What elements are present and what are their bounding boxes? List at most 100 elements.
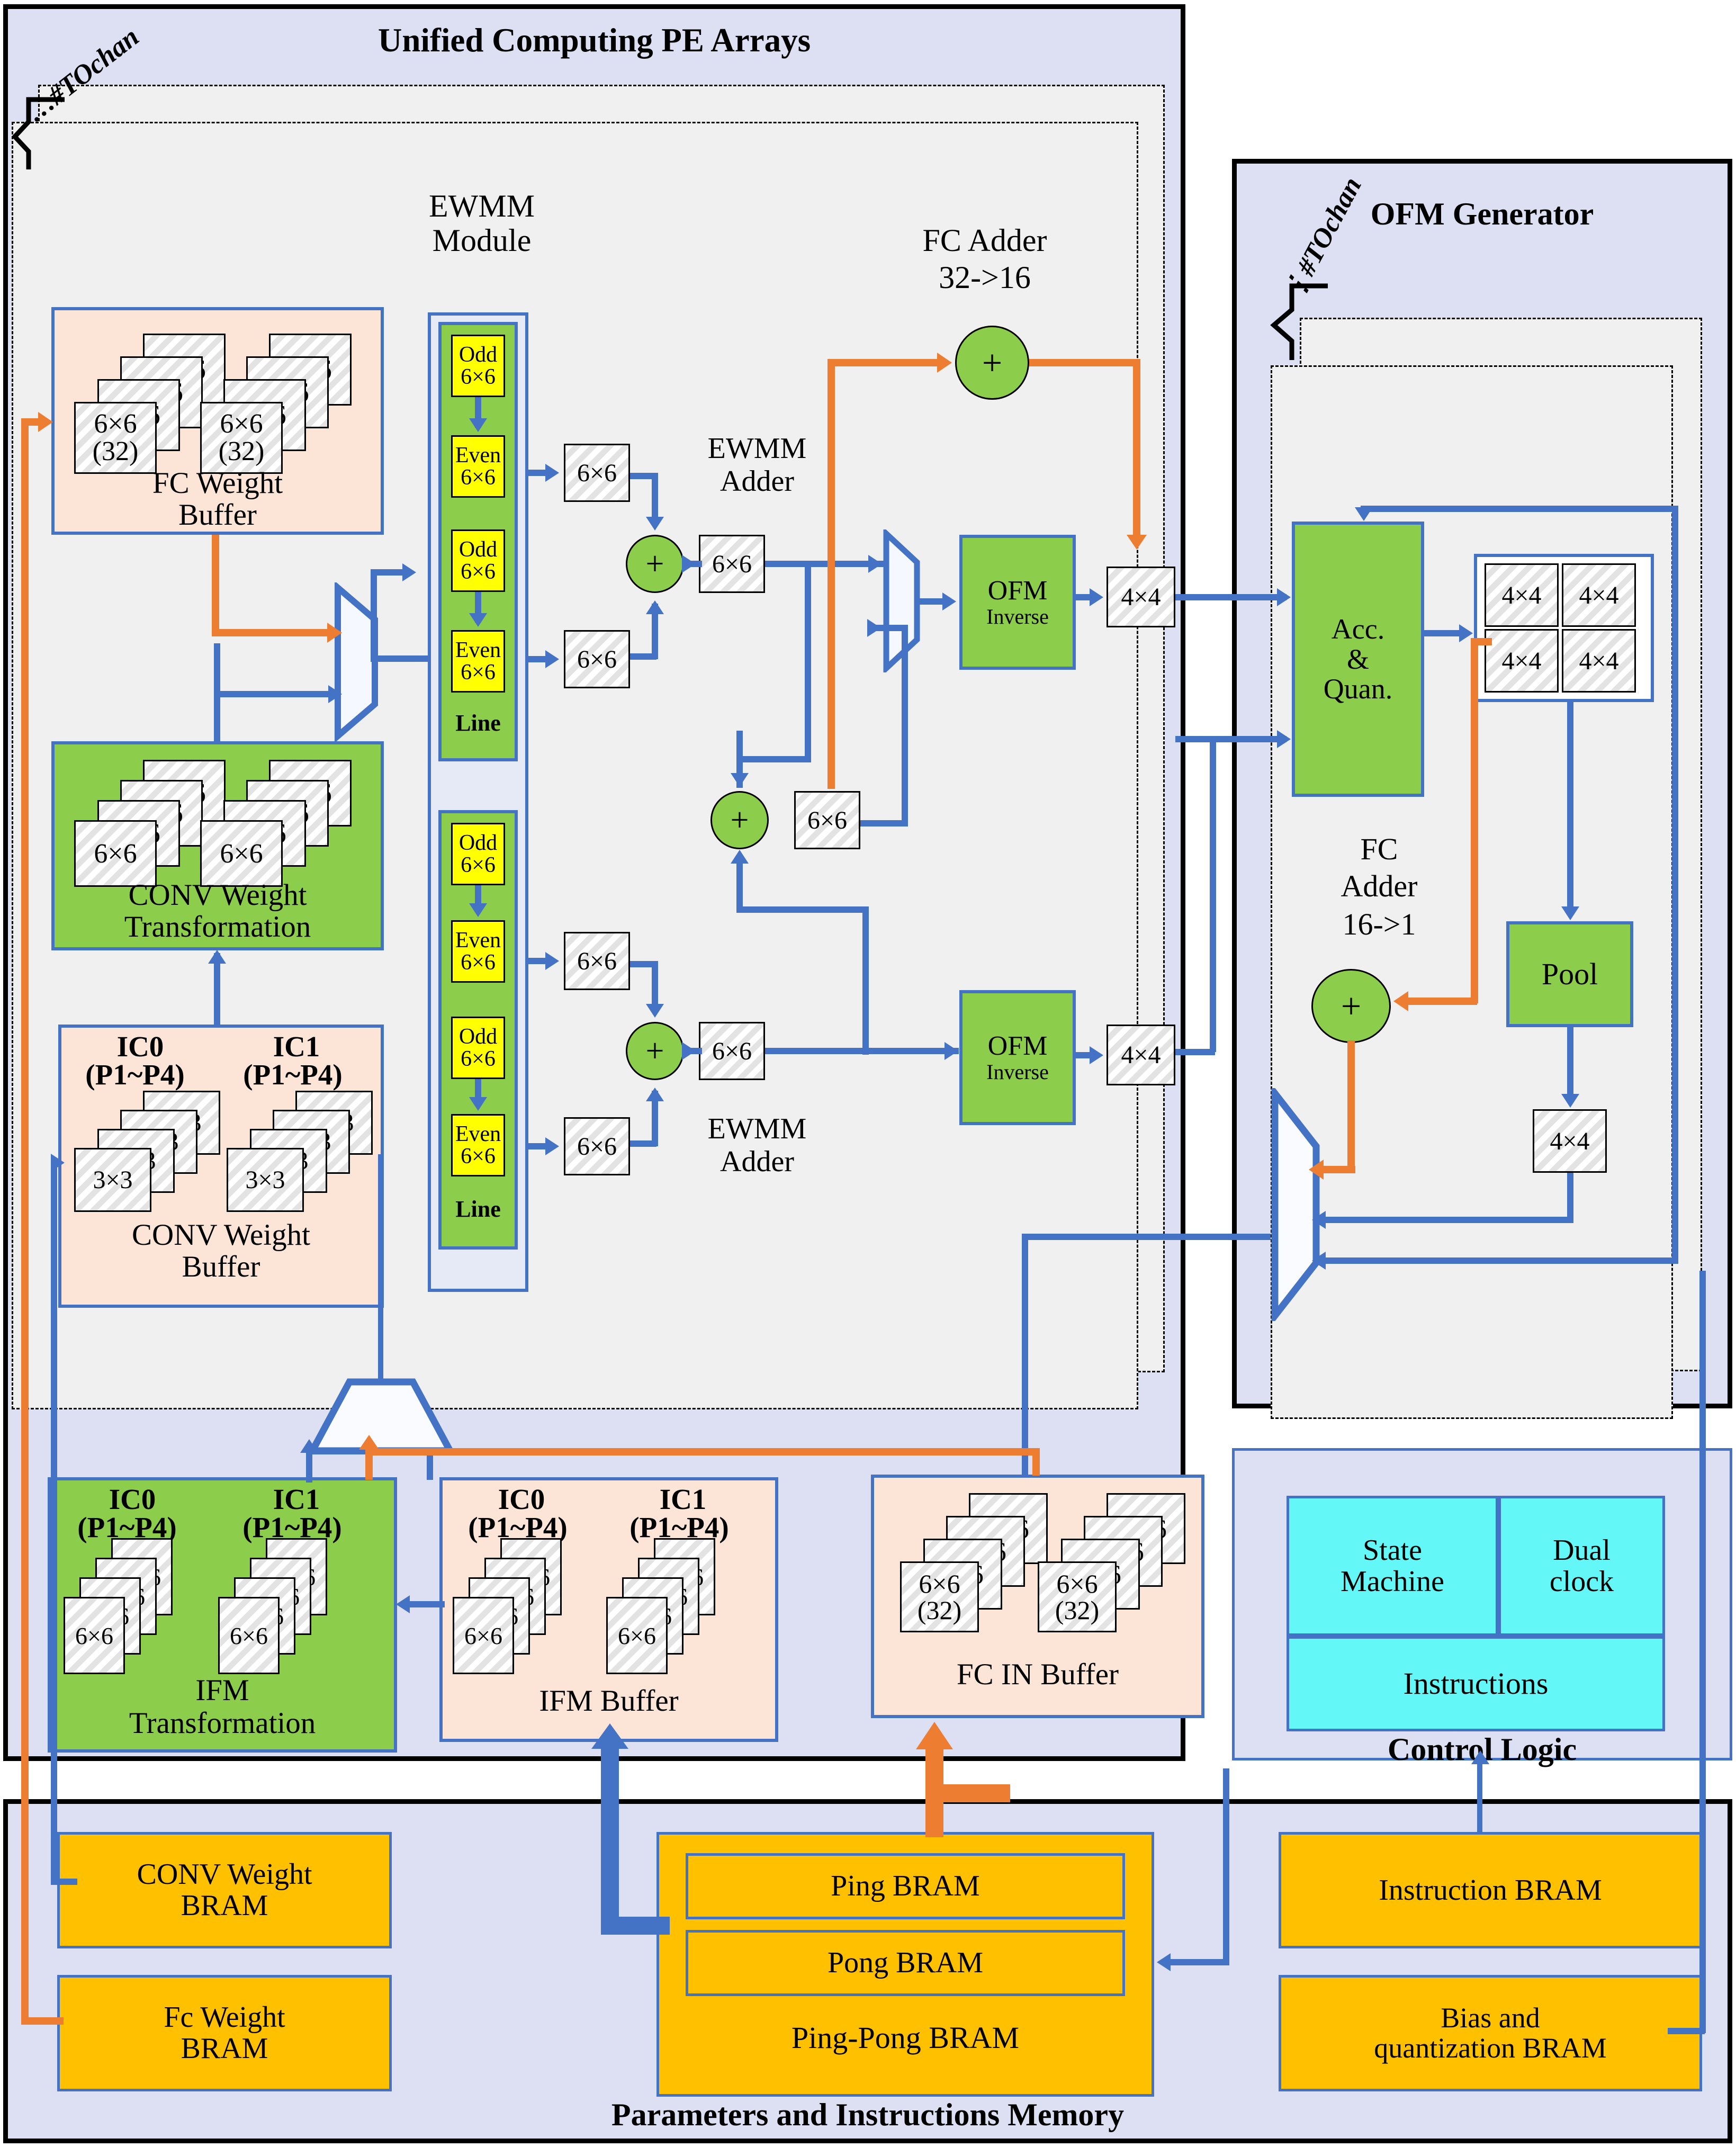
wire-fcadder32-in-h [827,359,941,366]
state-machine-block[interactable]: State Machine [1287,1496,1498,1636]
wire-biasbram-to-ofm-v [1699,1271,1706,2033]
tile-4x4-pool-out: 4×4 [1533,1109,1607,1173]
arrow-into-fcadder16 [1393,991,1408,1011]
tile-6x6-ewmm-adder-upper-out: 6×6 [699,535,765,593]
wire-fcweightbram-to-fcbuffer-h [21,2017,64,2025]
ewmm-adder-upper-label-line1: EWMM [707,432,807,465]
tile-6x6-32: 6×6 (32) [900,1561,979,1632]
fc-in-buffer-tile-stack-left: 6×6 6×6 6×6 6×6 (32) [900,1493,1059,1632]
odd-label: Odd [458,537,498,562]
tile-6x6: 6×6 [64,1597,125,1674]
ofm-output-mux[interactable] [1265,1088,1334,1321]
fc-weight-bram-label-line2: BRAM [181,2032,268,2065]
tile-6x6-label: 6×6 [461,660,496,685]
weight-select-mux[interactable] [328,582,386,741]
ifm-transformation-tile-stack-left: 6×6 6×6 6×6 6×6 [64,1538,201,1674]
arrow-instrbram-to-control [1471,1750,1489,1764]
instructions-label: Instructions [1403,1666,1549,1701]
ewmm-arrow-odd-even-1 [469,418,487,432]
ewmm-even-6x6-3: Even 6×6 [451,920,505,983]
arrow-transform-to-mux [328,685,342,703]
wire-fcweightbram-to-fcbuffer-v [21,418,29,2023]
tile-6x6-label: 6×6 [461,1047,496,1071]
wire-fcweightbuffer-to-mux-h [212,629,334,636]
ifm-buffer-tile-stack-left: 6×6 6×6 6×6 6×6 [453,1538,590,1674]
conv-weight-buffer-label-line1: CONV Weight [132,1218,310,1252]
bias-quant-bram-label-line2: quantization BRAM [1374,2032,1607,2064]
instruction-bram[interactable]: Instruction BRAM [1279,1832,1702,1948]
arrow-acc-to-grid [1459,624,1473,642]
wire-lower6x6-bus-v [862,906,869,1055]
wire-upper6x6-out-h [765,561,884,567]
ofm-inverse-label-line1: OFM [987,1031,1048,1062]
tile-32-label: (32) [218,436,265,466]
wire-mux-to-ofminv-upper [919,598,945,605]
odd-label: Odd [458,343,498,367]
ewmm-odd-6x6-1: Odd 6×6 [451,335,505,397]
ewmm-odd-6x6-3: Odd 6×6 [451,823,505,885]
dual-clock-label-line1: Dual [1553,1533,1611,1567]
wire-convbram-to-convbuffer-v [51,1160,57,1885]
acc-quan-block[interactable]: Acc. & Quan. [1292,522,1424,797]
wire-4x4pool-to-outmux-h [1324,1217,1572,1223]
tile-6x6: 6×6 [453,1597,514,1674]
wire-fcadder16-out-v [1347,1040,1355,1173]
ewmm-module-title-line2: Module [432,223,532,258]
conv-weight-transformation-label-line1: CONV Weight [128,878,307,912]
arrow-tile3-to-adder [646,1004,664,1018]
pong-bram[interactable]: Pong BRAM [686,1930,1125,1996]
conv-weight-bram[interactable]: CONV Weight BRAM [57,1832,392,1948]
wire-ifmbuffer-to-transform [408,1601,445,1607]
ofm-inverse-mux-upper[interactable] [879,529,927,672]
arrow-pingpong-to-ifmbuffer [591,1723,628,1749]
tile-6x6-label: 6×6 [461,853,496,877]
arrow-fcin-to-mux [359,1435,379,1450]
ifm-buffer-ic0-label: IC0 [498,1483,545,1515]
arrow-ewmm-even3-to-tile [545,952,559,970]
arrow-ewmm-even1-to-tile [545,464,559,482]
conv-weight-bram-label-line1: CONV Weight [137,1858,312,1891]
wire-lower6x6-to-mid-h [736,906,869,913]
ifm-transformation-ic0-p-label: (P1~P4) [77,1511,177,1543]
tile-32-label: (32) [92,436,139,466]
fc-weight-bram[interactable]: Fc Weight BRAM [57,1975,392,2091]
instructions-block[interactable]: Instructions [1287,1636,1665,1731]
wire-tile4-to-adder-h [630,1140,656,1147]
ewmm-even-6x6-2: Even 6×6 [451,630,505,693]
wire-4x4lower-link [1175,1049,1215,1055]
ewmm-line-label-lower: Line [455,1196,501,1222]
odd-label: Odd [458,831,498,855]
ping-bram[interactable]: Ping BRAM [686,1853,1125,1919]
tile-6x6-label: 6×6 [461,365,496,389]
wire-pingpong-to-fcin-h [925,1784,1010,1802]
pe-chan-brace-icon [7,95,71,169]
ifm-transformation-label-line1: IFM [195,1674,249,1707]
ewmm-even-6x6-4: Even 6×6 [451,1114,505,1176]
wire-fcadder32-in-v [827,365,835,789]
mid-adder: + [710,791,769,849]
wire-pe-to-pongbram-h [1170,1959,1229,1965]
dual-clock-block[interactable]: Dual clock [1498,1496,1665,1636]
wire-transform-out-h [214,691,336,697]
ewmm-odd-6x6-2: Odd 6×6 [451,529,505,592]
ewmm-arrow-odd-even-3 [469,903,487,917]
tile-6x6-label: 6×6 [919,1569,960,1598]
arrow-ofminv-upper-to-4x4 [1090,588,1103,606]
arrow-lower-adder-out [682,1042,696,1060]
bias-quant-bram-label-line1: Bias and [1441,2002,1540,2034]
arrow-pe-to-pongbram [1157,1953,1171,1971]
tile-6x6: 6×6 [74,820,157,887]
arrow-mid6x6-into-mux [867,619,881,637]
arrow-pingpong-to-fcin [916,1722,953,1749]
conv-weight-buffer-ic0-label: IC0 [116,1030,164,1063]
pool-block[interactable]: Pool [1506,921,1633,1027]
instruction-bram-label: Instruction BRAM [1379,1873,1602,1907]
pool-label: Pool [1541,956,1598,991]
wire-to-mid-adder-v [736,731,743,762]
conv-weight-buffer-ic0-p-label: (P1~P4) [85,1058,185,1091]
arrow-ifmtransform-to-mux [300,1439,318,1453]
state-machine-label-line1: State [1363,1533,1422,1567]
ifm-source-mux[interactable] [296,1377,466,1456]
conv-weight-buffer-ic1-label: IC1 [273,1030,320,1063]
bias-quantization-bram[interactable]: Bias and quantization BRAM [1279,1975,1702,2091]
